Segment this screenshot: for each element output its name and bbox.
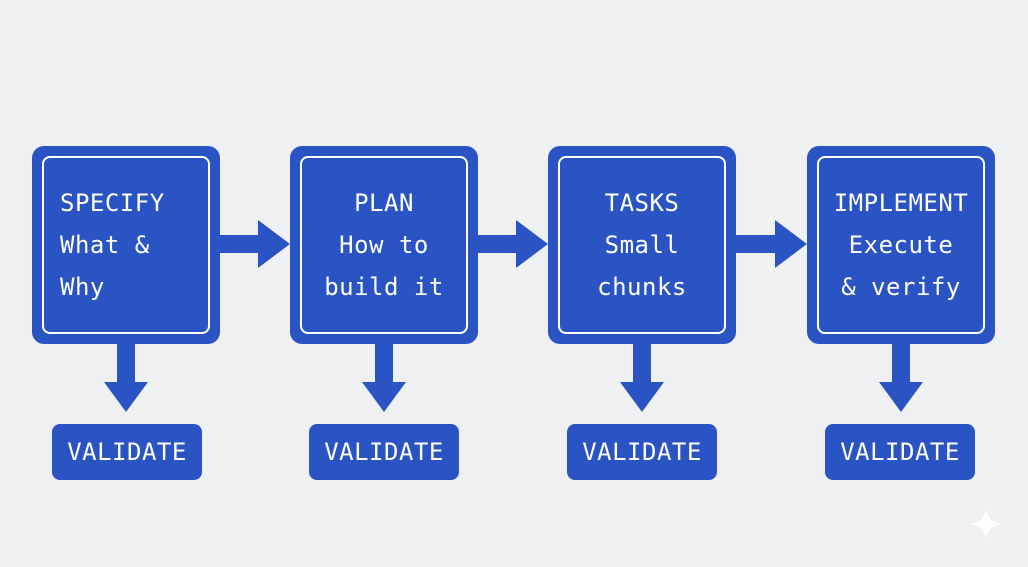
step-specify: SPECIFY What & Why: [32, 146, 220, 344]
step-plan-frame: [300, 156, 468, 334]
arrow-down-icon: [104, 340, 148, 414]
step-plan-line-2: build it: [324, 273, 444, 301]
arrow-right-icon: [735, 220, 807, 268]
arrow-right-icon: [218, 220, 290, 268]
step-tasks-frame: [558, 156, 726, 334]
validate-box-plan: VALIDATE: [309, 424, 459, 480]
step-plan-text: PLAN How to build it: [290, 182, 478, 308]
arrow-right-icon: [476, 220, 548, 268]
step-specify-title: SPECIFY: [60, 189, 165, 217]
step-plan: PLAN How to build it: [290, 146, 478, 344]
validate-box-tasks: VALIDATE: [567, 424, 717, 480]
step-specify-line-1: What &: [60, 231, 150, 259]
step-implement-text: IMPLEMENT Execute & verify: [807, 182, 995, 308]
step-specify-text: SPECIFY What & Why: [32, 182, 220, 308]
step-tasks-line-1: Small: [604, 231, 680, 259]
step-tasks: TASKS Small chunks: [548, 146, 736, 344]
step-implement-frame: [817, 156, 985, 334]
sparkle-icon: [970, 508, 1002, 540]
step-tasks-text: TASKS Small chunks: [548, 182, 736, 308]
step-specify-line-2: Why: [60, 273, 105, 301]
step-tasks-line-2: chunks: [597, 273, 687, 301]
step-plan-line-1: How to: [339, 231, 429, 259]
validate-box-specify: VALIDATE: [52, 424, 202, 480]
validate-box-implement: VALIDATE: [825, 424, 975, 480]
step-specify-frame: [42, 156, 210, 334]
step-tasks-title: TASKS: [604, 189, 680, 217]
arrow-down-icon: [362, 340, 406, 414]
step-implement: IMPLEMENT Execute & verify: [807, 146, 995, 344]
arrow-down-icon: [620, 340, 664, 414]
step-implement-title: IMPLEMENT: [833, 189, 969, 217]
step-implement-line-2: & verify: [841, 273, 961, 301]
step-implement-line-1: Execute: [848, 231, 954, 259]
arrow-down-icon: [879, 340, 923, 414]
step-plan-title: PLAN: [354, 189, 414, 217]
